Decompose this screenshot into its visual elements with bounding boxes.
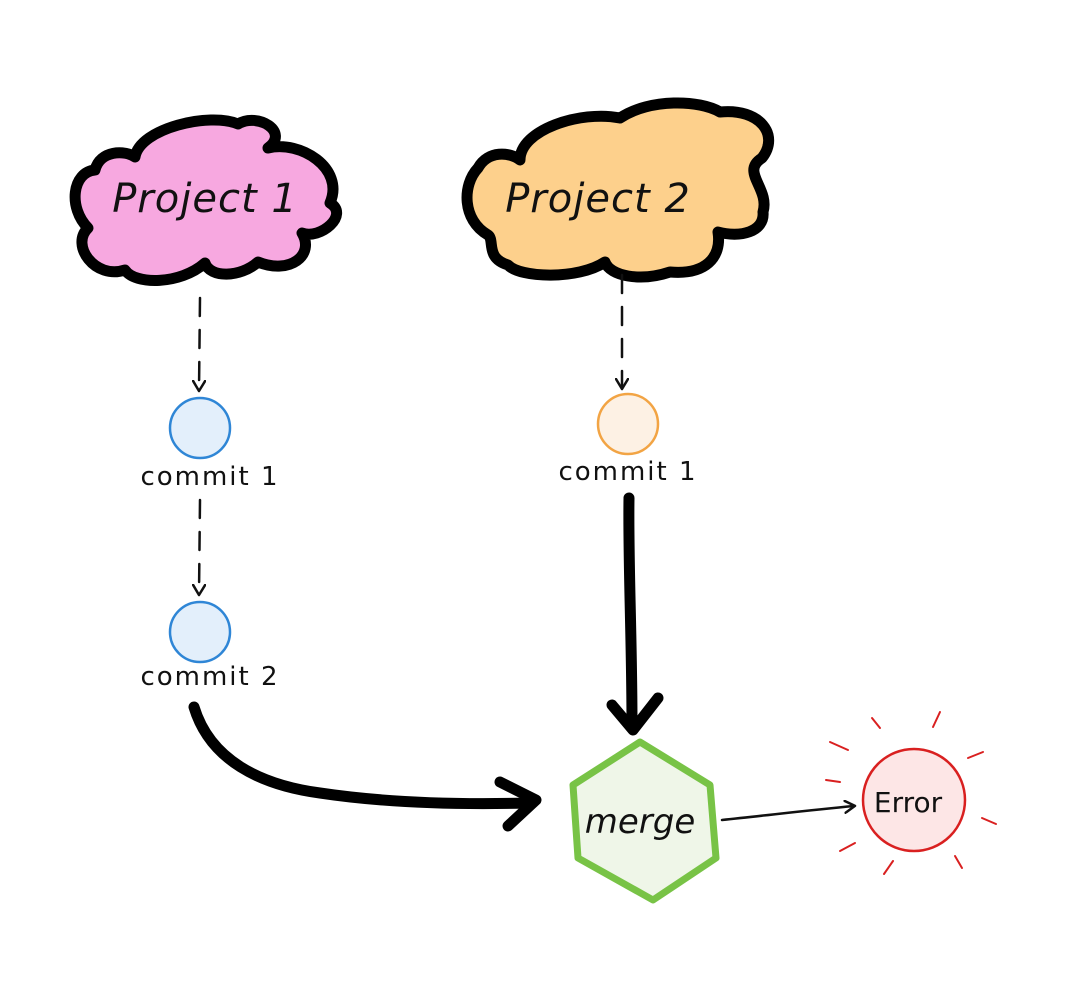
project-2-cloud: Project 2 <box>461 97 775 283</box>
commit-label: commit 2 <box>140 662 279 692</box>
commit-node <box>168 396 232 460</box>
dashed-arrow-project1-commit1-to-commit2 <box>199 498 200 594</box>
commit-node <box>168 600 232 664</box>
project-1-label: Project 1 <box>112 176 298 222</box>
error-rays <box>825 711 997 875</box>
dashed-arrow-project1-to-commit1 <box>199 296 200 390</box>
commit-label: commit 1 <box>558 457 697 487</box>
thick-arrow-commit2-to-merge <box>188 701 542 832</box>
project-2-cloud-shape <box>461 97 775 283</box>
error-node: Error <box>825 711 997 875</box>
arrow-merge-to-error <box>720 806 854 822</box>
error-circle <box>861 747 967 853</box>
project-2-label: Project 2 <box>505 176 691 222</box>
commit-label: commit 1 <box>140 462 279 492</box>
project-1-cloud: Project 1 <box>69 114 342 286</box>
merge-hexagon <box>569 738 720 904</box>
project-1-cloud-shape <box>69 114 342 286</box>
error-label: Error <box>874 786 943 819</box>
merge-label: merge <box>585 802 696 842</box>
merge-node: merge <box>569 738 720 904</box>
commit-node <box>596 392 660 456</box>
project-1-commit-1: commit 1 <box>140 396 279 492</box>
project-2-commit-1: commit 1 <box>558 392 697 487</box>
thick-arrow-commit1-to-merge <box>606 492 664 736</box>
project-1-commit-2: commit 2 <box>140 600 279 692</box>
